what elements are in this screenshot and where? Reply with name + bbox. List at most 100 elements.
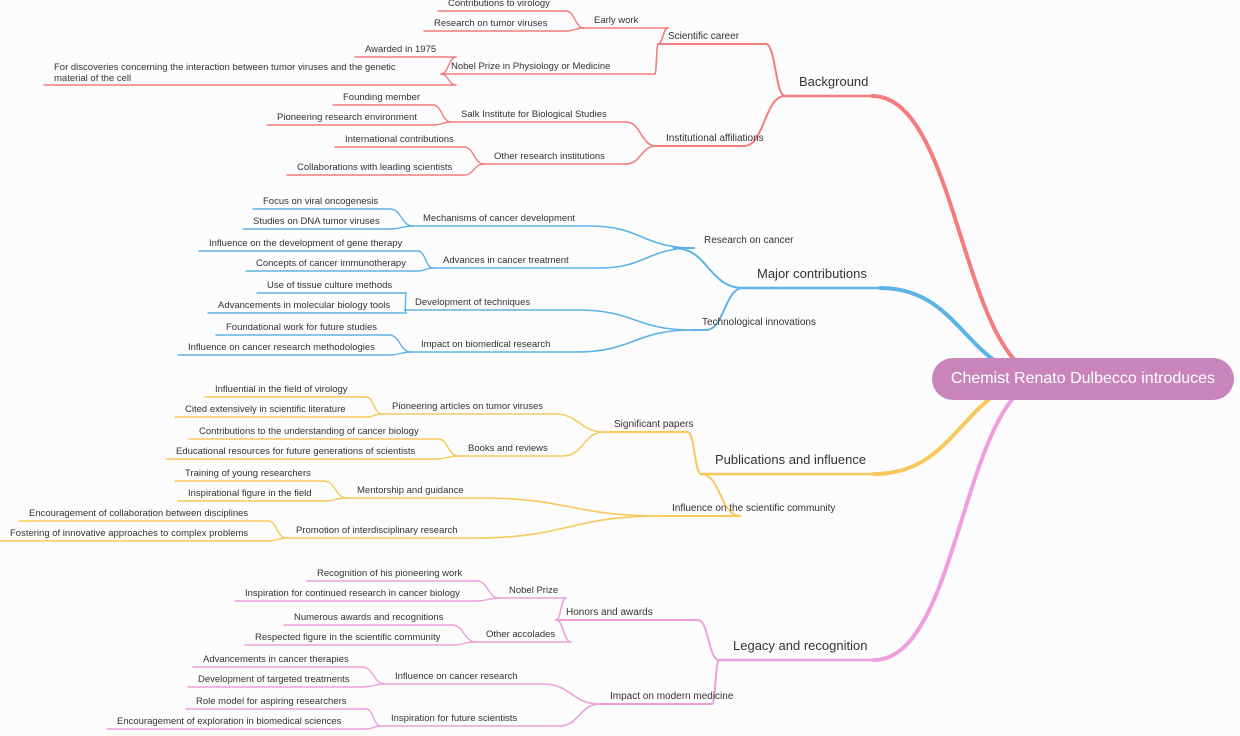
topic-label[interactable]: Promotion of interdisciplinary research <box>296 525 458 536</box>
topic-label[interactable]: Salk Institute for Biological Studies <box>461 109 607 120</box>
subtopic-link <box>697 619 720 661</box>
leaf-label[interactable]: Awarded in 1975 <box>365 44 436 55</box>
leaf-link <box>435 455 459 460</box>
leaf-link <box>365 725 382 730</box>
leaf-label[interactable]: Pioneering research environment <box>277 112 417 123</box>
leaf-link <box>463 163 485 176</box>
topic-link <box>558 703 601 727</box>
root-branch-link <box>870 94 1052 380</box>
topic-label[interactable]: Other research institutions <box>494 151 605 162</box>
leaf-link <box>437 438 459 457</box>
topic-label[interactable]: Nobel Prize in Physiology or Medicine <box>451 61 610 72</box>
topic-label[interactable]: Impact on biomedical research <box>421 339 550 350</box>
leaf-label[interactable]: Recognition of his pioneering work <box>317 568 462 579</box>
leaf-label[interactable]: Cited extensively in scientific literatu… <box>185 404 346 415</box>
subtopic-label[interactable]: Influence on the scientific community <box>672 503 835 514</box>
topic-label[interactable]: Mentorship and guidance <box>357 485 464 496</box>
leaf-label[interactable]: Respected figure in the scientific commu… <box>255 632 441 643</box>
leaf-label[interactable]: Role model for aspiring researchers <box>196 696 347 707</box>
leaf-label[interactable]: Advancements in molecular biology tools <box>218 300 390 311</box>
leaf-link <box>565 27 585 32</box>
leaf-label[interactable]: Collaborations with leading scientists <box>297 162 452 173</box>
leaf-link <box>476 580 500 599</box>
leaf-link <box>404 292 407 311</box>
topic-label[interactable]: Early work <box>594 15 639 26</box>
leaf-link <box>432 121 452 126</box>
leaf-label[interactable]: Research on tumor viruses <box>434 18 548 29</box>
leaf-label[interactable]: Training of young researchers <box>185 468 311 479</box>
subtopic-label[interactable]: Institutional affiliations <box>666 133 764 144</box>
leaf-label[interactable]: Contributions to virology <box>448 0 550 9</box>
leaf-link <box>440 73 457 86</box>
leaf-link <box>565 10 585 29</box>
leaf-label[interactable]: Influential in the field of virology <box>215 384 348 395</box>
topic-label[interactable]: Inspiration for future scientists <box>391 713 517 724</box>
leaf-label[interactable]: Influence on cancer research methodologi… <box>188 342 375 353</box>
topic-label[interactable]: Books and reviews <box>468 443 548 454</box>
topic-link <box>555 619 572 643</box>
topic-link <box>654 43 659 75</box>
topic-label[interactable]: Advances in cancer treatment <box>443 255 569 266</box>
leaf-label[interactable]: Encouragement of exploration in biomedic… <box>117 716 342 727</box>
leaf-label[interactable]: International contributions <box>345 134 454 145</box>
branch-label[interactable]: Legacy and recognition <box>733 638 867 653</box>
subtopic-link <box>765 43 786 97</box>
topic-link <box>589 225 695 249</box>
leaf-label[interactable]: Focus on viral oncogenesis <box>263 196 378 207</box>
subtopic-label[interactable]: Research on cancer <box>704 235 794 246</box>
leaf-label[interactable]: Inspiration for continued research in ca… <box>245 588 460 599</box>
leaf-link <box>463 146 485 165</box>
leaf-label[interactable]: Numerous awards and recognitions <box>294 612 444 623</box>
topic-link <box>657 27 669 45</box>
subtopic-label[interactable]: Honors and awards <box>566 607 653 618</box>
leaf-link <box>432 104 452 123</box>
topic-label[interactable]: Other accolades <box>486 629 555 640</box>
leaf-link <box>451 641 477 646</box>
topic-link <box>598 247 695 269</box>
topic-link <box>478 497 663 517</box>
leaf-label[interactable]: Contributions to the understanding of ca… <box>199 426 419 437</box>
topic-label[interactable]: Nobel Prize <box>509 585 558 596</box>
topic-link <box>577 309 693 331</box>
leaf-label[interactable]: For discoveries concerning the interacti… <box>54 62 396 73</box>
branch-label[interactable]: Publications and influence <box>715 452 866 467</box>
leaf-label[interactable]: Development of targeted treatments <box>198 674 350 685</box>
leaf-label[interactable]: Founding member <box>343 92 420 103</box>
subtopic-label[interactable]: Impact on modern medicine <box>610 691 734 702</box>
leaf-label[interactable]: Influence on the development of gene the… <box>209 238 403 249</box>
subtopic-link <box>705 287 744 331</box>
leaf-link <box>267 520 287 539</box>
leaf-label[interactable]: Use of tissue culture methods <box>267 280 392 291</box>
leaf-label[interactable]: material of the cell <box>54 73 131 84</box>
leaf-label[interactable]: Concepts of cancer immunotherapy <box>256 258 406 269</box>
topic-label[interactable]: Mechanisms of cancer development <box>423 213 575 224</box>
root-branch-link <box>872 376 1052 662</box>
leaf-label[interactable]: Foundational work for future studies <box>226 322 377 333</box>
root-node[interactable]: Chemist Renato Dulbecco introduces <box>932 358 1234 400</box>
topic-label[interactable]: Pioneering articles on tumor viruses <box>392 401 543 412</box>
topic-label[interactable]: Influence on cancer research <box>395 671 518 682</box>
leaf-label[interactable]: Studies on DNA tumor viruses <box>253 216 380 227</box>
subtopic-label[interactable]: Technological innovations <box>702 317 816 328</box>
leaf-label[interactable]: Advancements in cancer therapies <box>203 654 349 665</box>
leaf-link <box>361 683 386 688</box>
subtopic-label[interactable]: Scientific career <box>668 31 740 42</box>
subtopic-label[interactable]: Significant papers <box>614 419 694 430</box>
leaf-link <box>267 537 287 542</box>
leaf-link <box>361 666 386 685</box>
leaf-link <box>323 497 348 502</box>
leaf-label[interactable]: Educational resources for future generat… <box>176 446 415 457</box>
leaf-link <box>365 708 382 727</box>
leaf-link <box>417 250 434 269</box>
branch-label[interactable]: Major contributions <box>757 266 867 281</box>
topic-label[interactable]: Development of techniques <box>415 297 530 308</box>
leaf-label[interactable]: Fostering of innovative approaches to co… <box>10 528 248 539</box>
topic-link <box>554 413 605 433</box>
leaf-link <box>476 597 500 602</box>
leaf-label[interactable]: Encouragement of collaboration between d… <box>29 508 248 519</box>
leaf-label[interactable]: Inspirational figure in the field <box>188 488 312 499</box>
leaf-link <box>451 624 477 643</box>
topic-link <box>542 683 601 705</box>
topic-link <box>575 329 693 353</box>
branch-label[interactable]: Background <box>799 74 868 89</box>
